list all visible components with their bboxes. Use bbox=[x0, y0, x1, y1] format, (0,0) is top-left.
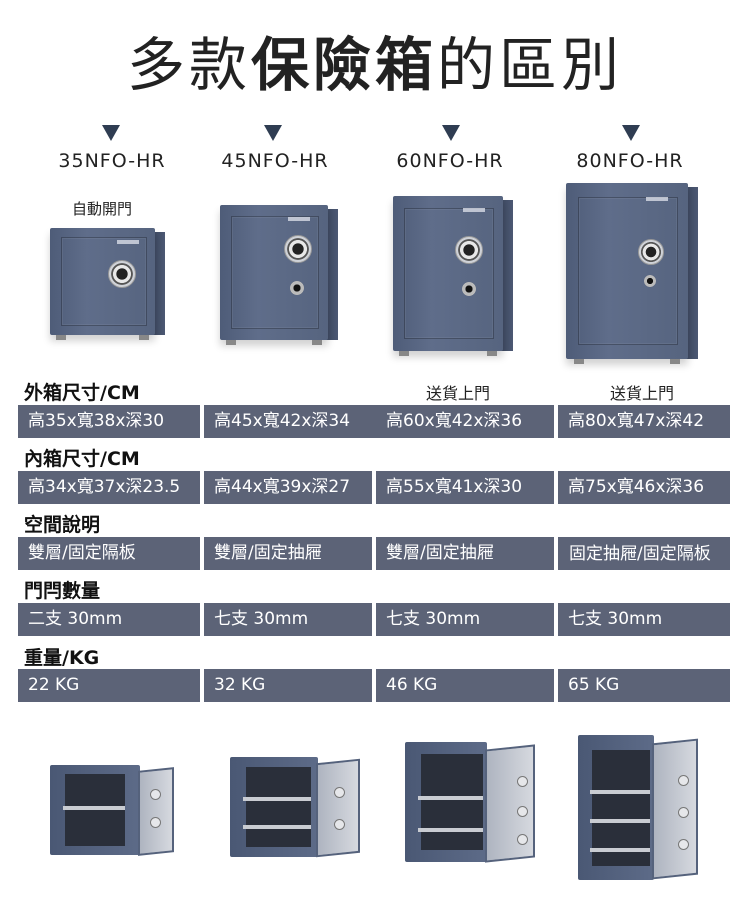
delivery-label: 送貨上門 bbox=[425, 384, 490, 403]
page-title: 多款保險箱的區別 bbox=[0, 30, 750, 100]
knob-icon bbox=[517, 776, 528, 787]
table-cell: 雙層/固定抽屜 bbox=[204, 537, 372, 570]
table-cell: 高45x寬42x深34 bbox=[204, 405, 386, 438]
knob-icon bbox=[334, 787, 345, 798]
table-cell: 高55x寬41x深30 bbox=[376, 471, 554, 504]
open-safe-image-80 bbox=[578, 735, 698, 880]
table-cell: 七支 30mm bbox=[376, 603, 554, 636]
bolts-heading: 門閂數量 bbox=[24, 580, 101, 602]
safe-image-60 bbox=[393, 196, 513, 356]
table-cell: 固定抽屜/固定隔板 bbox=[558, 537, 730, 570]
table-cell: 高44x寬39x深27 bbox=[204, 471, 372, 504]
table-cell: 22 KG bbox=[18, 669, 200, 702]
dial-icon bbox=[455, 236, 483, 264]
open-safe-image-35 bbox=[50, 765, 175, 856]
arrow-down-icon bbox=[622, 125, 640, 141]
knob-icon bbox=[517, 834, 528, 845]
space-row: 雙層/固定隔板 雙層/固定抽屜 雙層/固定抽屜 固定抽屜/固定隔板 bbox=[18, 537, 730, 570]
knob-icon bbox=[678, 807, 689, 818]
inner-size-heading: 內箱尺寸/CM bbox=[24, 448, 140, 470]
model-name: 35NFO-HR bbox=[58, 150, 166, 172]
dial-icon bbox=[108, 260, 136, 288]
model-name: 45NFO-HR bbox=[221, 150, 329, 172]
key-lock-icon bbox=[290, 281, 304, 295]
table-cell: 46 KG bbox=[376, 669, 554, 702]
table-cell: 高80x寬47x深42 bbox=[558, 405, 730, 438]
table-cell: 雙層/固定隔板 bbox=[18, 537, 200, 570]
safe-image-45 bbox=[220, 205, 338, 345]
knob-icon bbox=[150, 817, 161, 828]
knob-icon bbox=[517, 806, 528, 817]
table-cell: 高60x寬42x深36 bbox=[376, 405, 554, 438]
arrow-down-icon bbox=[264, 125, 282, 141]
knob-icon bbox=[678, 775, 689, 786]
model-name: 60NFO-HR bbox=[396, 150, 504, 172]
table-cell: 高34x寬37x深23.5 bbox=[18, 471, 200, 504]
title-part-2: 保險箱 bbox=[250, 31, 437, 99]
outer-size-row: 高35x寬38x深30 高45x寬42x深34 高60x寬42x深36 高80x… bbox=[18, 405, 730, 438]
knob-icon bbox=[150, 789, 161, 800]
dial-icon bbox=[284, 235, 312, 263]
space-heading: 空間說明 bbox=[24, 514, 101, 536]
safe-image-35 bbox=[50, 228, 165, 340]
arrow-down-icon bbox=[442, 125, 460, 141]
arrow-down-icon bbox=[102, 125, 120, 141]
table-cell: 65 KG bbox=[558, 669, 730, 702]
table-cell: 七支 30mm bbox=[204, 603, 372, 636]
knob-icon bbox=[334, 819, 345, 830]
bolts-row: 二支 30mm 七支 30mm 七支 30mm 七支 30mm bbox=[18, 603, 730, 636]
auto-door-note: 自動開門 bbox=[72, 200, 133, 218]
weight-row: 22 KG 32 KG 46 KG 65 KG bbox=[18, 669, 730, 702]
safe-image-80 bbox=[566, 183, 698, 364]
table-cell: 七支 30mm bbox=[558, 603, 730, 636]
title-part-3: 的區別 bbox=[437, 31, 624, 99]
outer-size-heading: 外箱尺寸/CM bbox=[24, 382, 140, 404]
delivery-label: 送貨上門 bbox=[609, 384, 674, 403]
open-safe-image-60 bbox=[405, 742, 535, 863]
dial-icon bbox=[638, 239, 664, 265]
key-lock-icon bbox=[462, 282, 476, 296]
open-safe-image-45 bbox=[230, 757, 360, 858]
table-cell: 高75x寬46x深36 bbox=[558, 471, 730, 504]
key-lock-icon bbox=[644, 275, 656, 287]
table-cell: 32 KG bbox=[204, 669, 372, 702]
table-cell: 雙層/固定抽屜 bbox=[376, 537, 554, 570]
inner-size-row: 高34x寬37x深23.5 高44x寬39x深27 高55x寬41x深30 高7… bbox=[18, 471, 730, 504]
knob-icon bbox=[678, 839, 689, 850]
table-cell: 二支 30mm bbox=[18, 603, 200, 636]
model-name: 80NFO-HR bbox=[576, 150, 684, 172]
weight-heading: 重量/KG bbox=[24, 647, 100, 669]
table-cell: 高35x寬38x深30 bbox=[18, 405, 200, 438]
title-part-1: 多款 bbox=[126, 31, 251, 99]
